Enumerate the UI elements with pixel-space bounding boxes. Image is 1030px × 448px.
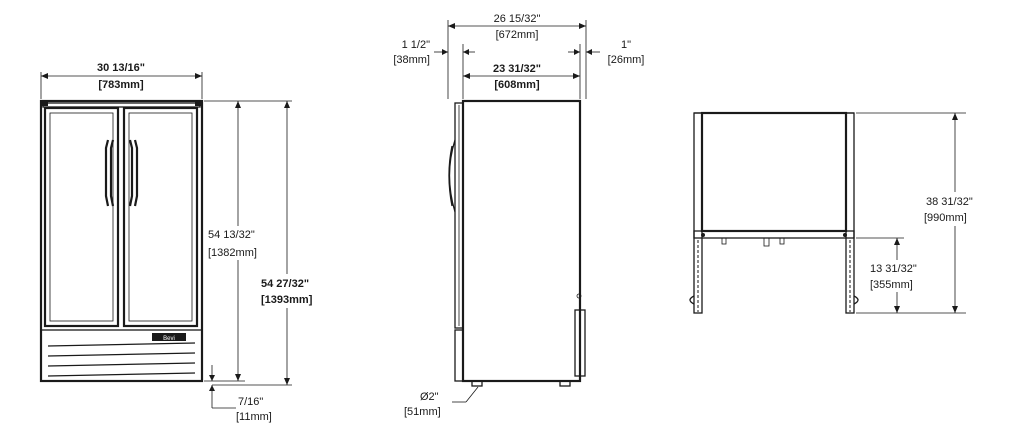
side-cabinet-outline (461, 99, 582, 383)
lower-label-bg (868, 260, 924, 292)
caster-leader-diag (465, 386, 479, 403)
front-cab-height-mm: [1382mm] (208, 247, 257, 259)
peg-1 (721, 237, 727, 245)
hinge-top-left (40, 100, 48, 106)
side-rear-offset-frac: 1" (621, 39, 631, 51)
side-door-offset-mm: [38mm] (393, 54, 430, 66)
left-foot-hook (689, 295, 695, 305)
top-view: 38 31/32" [990mm] 13 31/32" [355mm] (689, 111, 982, 314)
top-height-label-bg (920, 192, 982, 226)
foot-arrows (209, 375, 215, 391)
side-overall-depth-frac: 26 15/32" (494, 13, 541, 25)
side-handle (448, 139, 456, 213)
top-box-outline (700, 111, 848, 233)
cab-height-label-bg (205, 226, 255, 260)
side-rear-box (574, 309, 586, 377)
side-door-edge (454, 102, 464, 329)
front-width-mm: [783mm] (98, 79, 144, 91)
front-base (40, 329, 203, 382)
grille-slat-4 (47, 372, 196, 377)
crossbar (693, 230, 855, 239)
side-rear-port (576, 293, 582, 299)
side-overall-depth-mm: [672mm] (496, 29, 539, 41)
front-cab-height-frac: 54 13/32" (208, 229, 255, 241)
right-handle (128, 139, 139, 207)
side-caster-mm: [51mm] (404, 406, 441, 418)
top-lower-mm: [355mm] (870, 279, 913, 291)
left-door (43, 106, 120, 328)
side-door-offset-frac: 1 1/2" (402, 39, 430, 51)
peg-3 (779, 237, 785, 245)
right-door-glass (128, 112, 193, 322)
hinge-top-right (195, 100, 203, 106)
right-post (845, 112, 855, 314)
caster-front (471, 380, 483, 387)
grille-slat-3 (47, 362, 196, 367)
top-height-mm: [990mm] (924, 212, 967, 224)
right-foot-hook (853, 295, 859, 305)
side-cabinet-depth-frac: 23 31/32" (493, 63, 541, 75)
side-view: 26 15/32" [672mm] 1 1/2" [38mm] 1" [26mm… (393, 13, 644, 418)
brand-plate (152, 333, 186, 341)
right-door (122, 106, 199, 328)
brand-label: Bevi (163, 336, 175, 342)
rear-offset-arrows (574, 49, 592, 55)
left-post (693, 112, 703, 314)
front-width-frac: 30 13/16" (97, 62, 145, 74)
side-cabinet-depth-mm: [608mm] (494, 79, 540, 91)
front-view: Bevi 30 13/16" [783mm] 54 13/32" [1382mm… (39, 62, 318, 423)
side-rear-offset-mm: [26mm] (608, 54, 645, 66)
caster-rear (559, 380, 571, 387)
left-door-glass (49, 112, 114, 322)
left-handle (104, 139, 115, 207)
crossbar-bolt-right (843, 233, 847, 237)
grille-slat-2 (47, 352, 196, 357)
side-base-front (454, 329, 464, 382)
front-foot-frac: 7/16" (238, 396, 263, 408)
front-total-height-mm: [1393mm] (261, 294, 313, 306)
total-height-label-bg (258, 274, 318, 308)
peg-2 (763, 237, 770, 247)
top-height-frac: 38 31/32" (926, 196, 973, 208)
grille-slat-1 (47, 342, 196, 347)
side-caster-frac: Ø2" (420, 391, 439, 403)
front-top-trim (42, 102, 201, 108)
top-lower-frac: 13 31/32" (870, 263, 917, 275)
front-foot-mm: [11mm] (236, 411, 272, 423)
crossbar-bolt-left (701, 233, 705, 237)
door-offset-arrows (442, 49, 469, 55)
front-total-height-frac: 54 27/32" (261, 278, 309, 290)
